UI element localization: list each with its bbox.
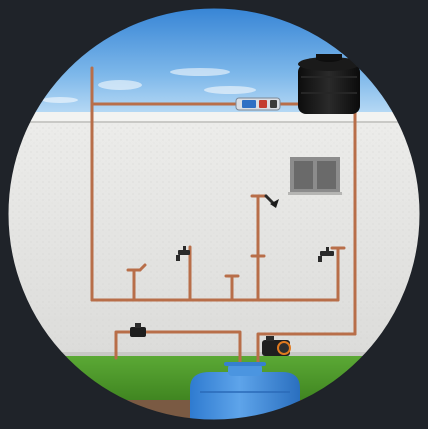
roof-edge-shadow (0, 121, 428, 123)
tank-icon (298, 54, 360, 114)
window-icon (288, 157, 342, 195)
roof-edge (0, 112, 428, 122)
roof-tank (298, 64, 360, 114)
filter-icon (236, 98, 280, 110)
wall-texture (0, 123, 428, 355)
